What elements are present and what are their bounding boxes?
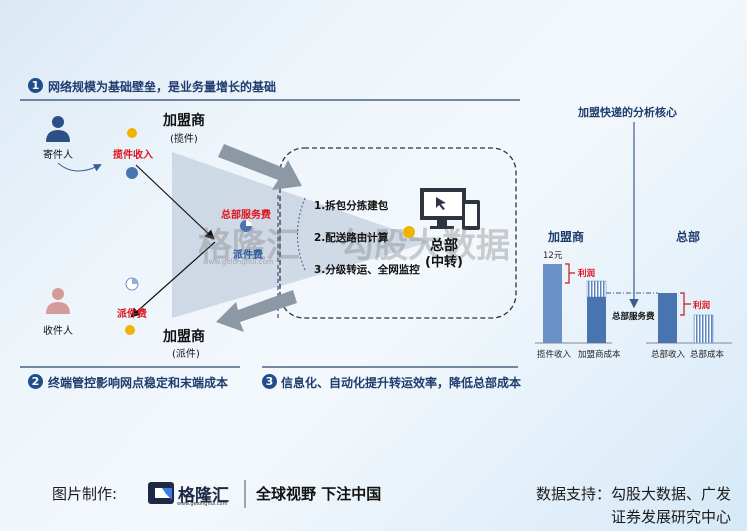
hq-sub-label: (中转) [425,255,463,270]
bar-hq-cost [693,314,714,344]
watermark: 格隆汇 [198,226,300,266]
coin-icon [127,128,137,138]
receiver-label: 收件人 [43,326,73,337]
section-number: 3 [262,374,277,389]
franchisee-delivery-sub: (派件) [172,349,200,360]
data-source-line1: 数据支持：勾股大数据、广发 [535,485,731,503]
bar-label: 揽件收入 [537,350,572,360]
analysis-franchisee: 加盟商 [548,230,585,244]
price-label: 12元 [543,251,563,261]
profit-label: 利润 [693,301,711,311]
section-title: 信息化、自动化提升转运效率，降低总部成本 [281,376,522,390]
arrow-to-hq [218,144,302,190]
bar-franchisee-cost [587,297,606,343]
bar-franchisee-cost-extra [586,280,607,298]
flow-triangle [172,152,430,318]
sender-label: 寄件人 [43,150,73,161]
delivery-fee-label: 派件费 [117,309,147,320]
bar-hq-income [658,293,677,343]
gelonghui-logo [148,482,174,504]
hq-step: 1.拆包分拣建包 [314,200,389,212]
section-title: 网络规模为基础壁垒，是业务量增长的基础 [48,80,277,94]
bar-label: 总部收入 [651,350,686,360]
franchisee-pickup-sub: (揽件) [170,134,198,145]
hq-service-fee-analysis: 总部服务费 [612,312,655,322]
pickup-income-label: 揽件收入 [113,150,153,161]
made-by-label: 图片制作: [52,485,118,503]
arrow-to-franchisee [216,290,297,332]
coin-icon [126,167,138,179]
brand-url: www.gelonghui.com [177,501,228,507]
watermark: 勾股大数据 [340,226,510,266]
bar-label: 加盟商成本 [578,350,621,360]
slogan: 全球视野 下注中国 [256,485,382,503]
brand-name: 格隆汇 [178,486,229,506]
computer-icon [420,188,480,230]
bar-label: 总部成本 [690,350,725,360]
analysis-hq: 总部 [676,230,701,244]
sender-icon [46,116,70,142]
hq-step: 2.配送路由计算 [314,232,389,244]
receiver-icon [46,288,70,314]
franchisee-delivery-title: 加盟商 [163,329,205,345]
delivery-fee-mid-label: 派件费 [233,250,263,261]
coin-icon [125,325,135,335]
hq-label: 总部 [430,238,458,254]
profit-label: 利润 [578,269,596,279]
section-number: 2 [28,374,43,389]
section-title: 终端管控影响网点稳定和末端成本 [48,376,229,390]
franchisee-pickup-title: 加盟商 [163,113,205,129]
analysis-title: 加盟快递的分析核心 [578,106,677,119]
coin-icon [403,226,415,238]
hq-step: 3.分级转运、全网监控 [314,264,420,276]
bar-pickup-income [543,264,562,343]
hq-service-fee-label: 总部服务费 [221,210,271,221]
data-source-line2: 证券发展研究中心 [610,508,731,526]
section-number: 1 [28,78,43,93]
watermark-url: www.gelonghui.com [203,258,274,266]
